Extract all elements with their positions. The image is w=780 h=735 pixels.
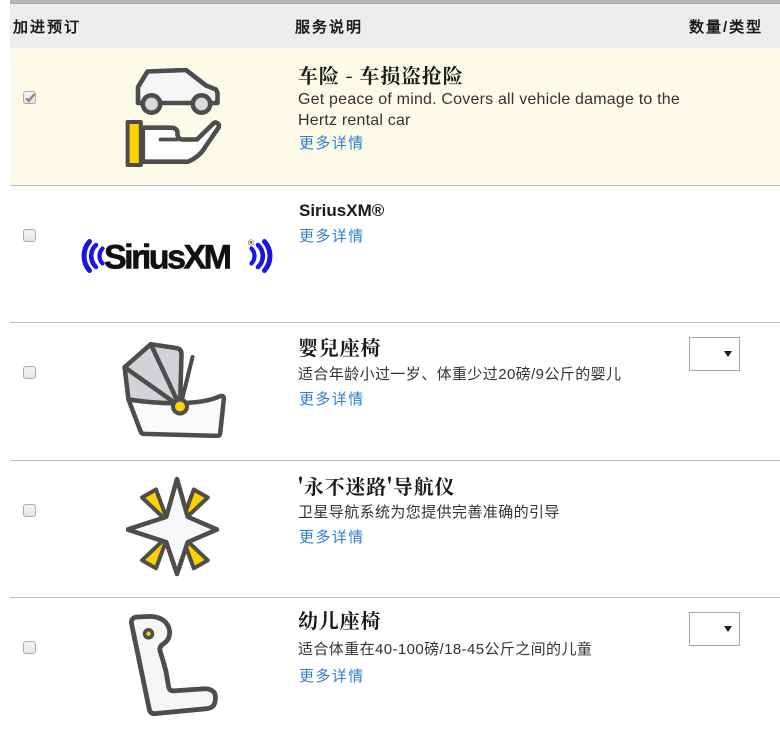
svg-text:SiriusXM: SiriusXM bbox=[104, 239, 231, 277]
svg-text:®: ® bbox=[248, 239, 254, 248]
